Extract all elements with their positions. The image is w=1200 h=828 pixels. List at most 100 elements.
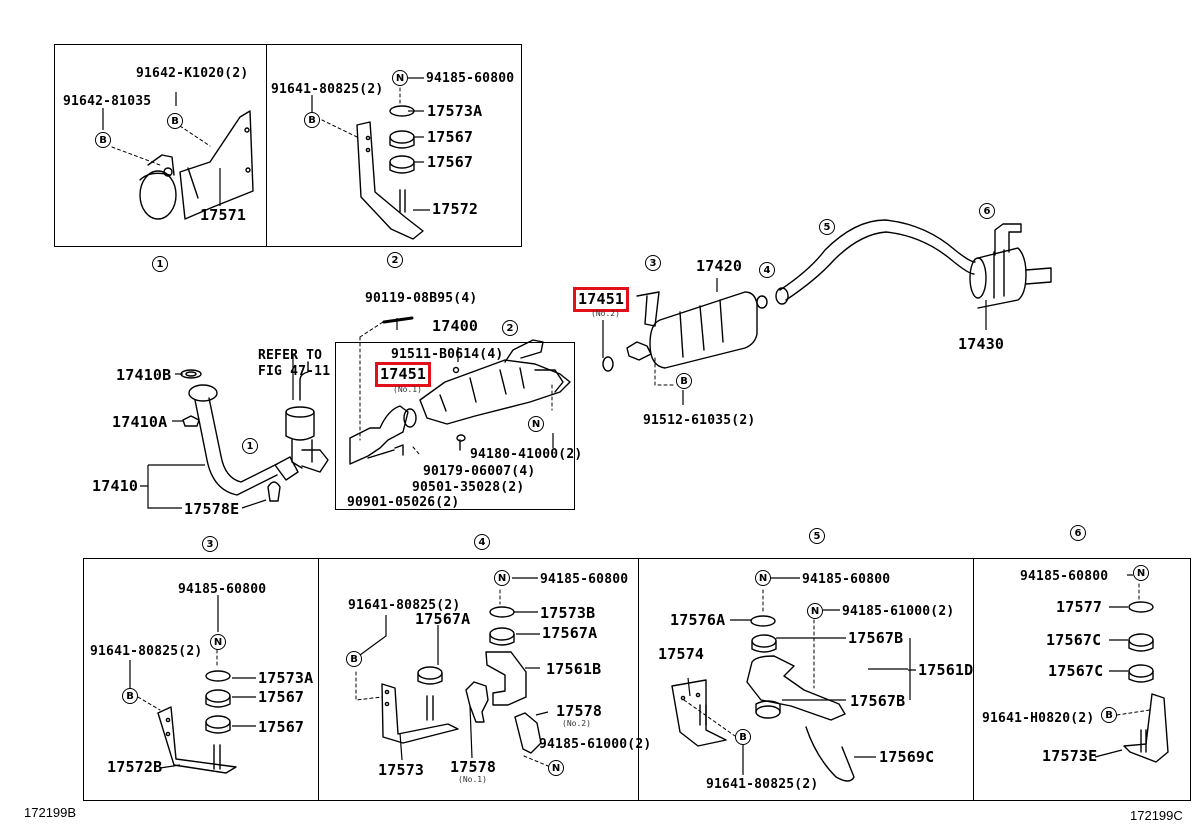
part-label[interactable]: 90119-08B95(4) xyxy=(365,291,478,306)
inset-marker: 1 xyxy=(152,256,168,272)
nut-callout: N xyxy=(807,603,823,619)
part-label[interactable]: 17410B xyxy=(116,366,172,384)
location-marker: 4 xyxy=(759,262,775,278)
part-label[interactable]: 90901-05026(2) xyxy=(347,495,460,510)
part-label[interactable]: 17400 xyxy=(432,317,479,335)
part-label[interactable]: 17573 xyxy=(378,761,425,779)
part-label[interactable]: REFER TO xyxy=(258,348,323,363)
figure-code-right: 172199C xyxy=(1130,808,1183,823)
part-label[interactable]: 91642-K1020(2) xyxy=(136,66,249,81)
part-label[interactable]: 17576A xyxy=(670,611,726,629)
part-label[interactable]: 17567 xyxy=(258,688,305,706)
part-label[interactable]: 17567 xyxy=(258,718,305,736)
inset-marker: 5 xyxy=(809,528,825,544)
part-label[interactable]: 17571 xyxy=(200,206,247,224)
part-label[interactable]: 17410A xyxy=(112,413,168,431)
part-label[interactable]: 94185-60800 xyxy=(540,572,629,587)
nut-callout: N xyxy=(392,70,408,86)
part-label[interactable]: 17572 xyxy=(432,200,479,218)
nut-callout: N xyxy=(494,570,510,586)
part-label[interactable]: 17567A xyxy=(542,624,598,642)
part-label[interactable]: 94185-60800 xyxy=(426,71,515,86)
part-label[interactable]: 17567B xyxy=(850,692,906,710)
part-label[interactable]: 17578 xyxy=(450,758,497,776)
highlighted-part-label-17451-no2[interactable]: 17451 xyxy=(572,287,630,312)
part-label[interactable]: 91641-80825(2) xyxy=(90,644,203,659)
nut-callout: N xyxy=(755,570,771,586)
inset-marker: 4 xyxy=(474,534,490,550)
part-label[interactable]: 17561B xyxy=(546,660,602,678)
part-label[interactable]: 17567 xyxy=(427,128,474,146)
part-label[interactable]: 17567 xyxy=(427,153,474,171)
bolt-callout: B xyxy=(676,373,692,389)
location-marker: 6 xyxy=(979,203,995,219)
part-label[interactable]: 17420 xyxy=(696,257,743,275)
part-label[interactable]: 17573E xyxy=(1042,747,1098,765)
part-sublabel: (No.1) xyxy=(458,775,487,784)
part-label[interactable]: 17577 xyxy=(1056,598,1103,616)
part-label[interactable]: 91641-80825(2) xyxy=(348,598,461,613)
part-label[interactable]: 91511-B0614(4) xyxy=(391,347,504,362)
inset-2-frame xyxy=(266,44,522,247)
part-label[interactable]: 94185-60800 xyxy=(802,572,891,587)
location-marker: 1 xyxy=(242,438,258,454)
converter-17400-frame xyxy=(335,342,575,510)
part-label[interactable]: 17410 xyxy=(92,477,139,495)
nut-callout: N xyxy=(548,760,564,776)
highlighted-part-label-17451-no1[interactable]: 17451 xyxy=(374,362,432,387)
part-label[interactable]: 17573B xyxy=(540,604,596,622)
part-label[interactable]: 17574 xyxy=(658,645,705,663)
location-marker: 5 xyxy=(819,219,835,235)
bolt-callout: B xyxy=(122,688,138,704)
part-label[interactable]: 17567B xyxy=(848,629,904,647)
part-label[interactable]: 17573A xyxy=(258,669,314,687)
part-label[interactable]: 94185-60800 xyxy=(178,582,267,597)
part-label[interactable]: 91641-80825(2) xyxy=(271,82,384,97)
bolt-callout: B xyxy=(95,132,111,148)
part-label[interactable]: 91641-H0820(2) xyxy=(982,711,1095,726)
part-label[interactable]: 17572B xyxy=(107,758,163,776)
bolt-callout: B xyxy=(346,651,362,667)
part-label[interactable]: 91512-61035(2) xyxy=(643,413,756,428)
inset-marker: 2 xyxy=(387,252,403,268)
part-label[interactable]: 91641-80825(2) xyxy=(706,777,819,792)
bottom-insets-frame xyxy=(83,558,1191,801)
part-label[interactable]: 94180-41000(2) xyxy=(470,447,583,462)
part-label[interactable]: 17578E xyxy=(184,500,240,518)
divider-5-6 xyxy=(973,558,974,801)
bolt-callout: B xyxy=(167,113,183,129)
figure-code-left: 172199B xyxy=(24,805,77,820)
part-sublabel: (No.2) xyxy=(591,309,620,318)
part-label[interactable]: 90501-35028(2) xyxy=(412,480,525,495)
part-label[interactable]: FIG 47-11 xyxy=(258,364,331,379)
bolt-callout: B xyxy=(1101,707,1117,723)
part-label[interactable]: 17573A xyxy=(427,102,483,120)
part-label[interactable]: 17569C xyxy=(879,748,935,766)
muffler-17420-drawing xyxy=(602,291,768,372)
inset-marker: 6 xyxy=(1070,525,1086,541)
part-label[interactable]: 17567C xyxy=(1048,662,1104,680)
inset-marker: 3 xyxy=(202,536,218,552)
divider-4-5 xyxy=(638,558,639,801)
part-label[interactable]: 90179-06007(4) xyxy=(423,464,536,479)
part-sublabel: (No.1) xyxy=(393,385,422,394)
location-marker: 3 xyxy=(645,255,661,271)
part-sublabel: (No.2) xyxy=(562,719,591,728)
tailpipe-17430-drawing xyxy=(775,219,1052,309)
part-label[interactable]: 17578 xyxy=(556,702,603,720)
nut-callout: N xyxy=(210,634,226,650)
part-label[interactable]: 94185-61000(2) xyxy=(539,737,652,752)
nut-callout: N xyxy=(528,416,544,432)
part-label[interactable]: 94185-60800 xyxy=(1020,569,1109,584)
part-label[interactable]: 17567C xyxy=(1046,631,1102,649)
front-pipe-17410-drawing xyxy=(180,369,299,502)
part-label[interactable]: 94185-61000(2) xyxy=(842,604,955,619)
part-label[interactable]: 17567A xyxy=(415,610,471,628)
bolt-callout: B xyxy=(735,729,751,745)
part-label[interactable]: 17561D xyxy=(918,661,974,679)
divider-3-4 xyxy=(318,558,319,801)
bolt-callout: B xyxy=(304,112,320,128)
location-marker: 2 xyxy=(502,320,518,336)
part-label[interactable]: 17430 xyxy=(958,335,1005,353)
part-label[interactable]: 91642-81035 xyxy=(63,94,152,109)
